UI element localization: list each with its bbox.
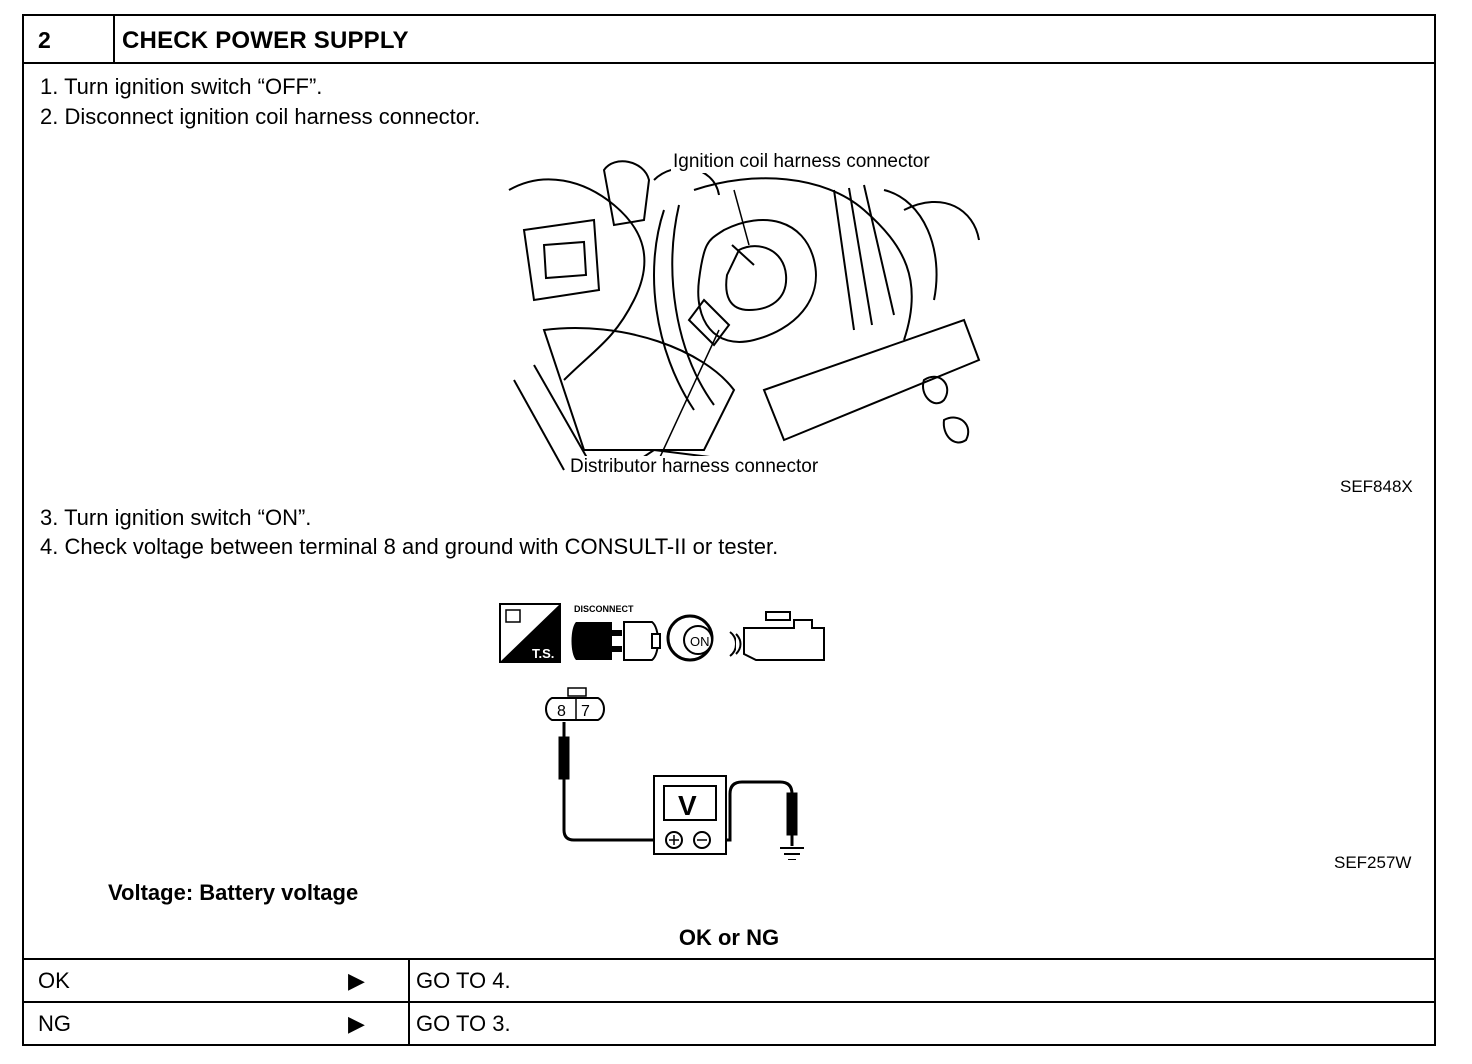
engine-running-icon	[729, 611, 825, 661]
step-header: 2 CHECK POWER SUPPLY	[24, 16, 1434, 64]
instruction-3: 3. Turn ignition switch “ON”.	[40, 505, 312, 530]
result-row-ng: NG ▶ GO TO 3.	[24, 1001, 1434, 1044]
voltmeter-label: V	[678, 790, 697, 821]
ignition-key-on-icon: ON	[666, 614, 714, 662]
connector-terminals: 8 7	[545, 687, 605, 721]
instruction-2: 2. Disconnect ignition coil harness conn…	[40, 104, 481, 129]
instruction-4: 4. Check voltage between terminal 8 and …	[40, 534, 779, 559]
ignition-key-label: ON	[690, 634, 710, 649]
result-action: GO TO 3.	[416, 1011, 511, 1036]
result-divider	[408, 1003, 410, 1044]
terminal-7-label: 7	[581, 703, 590, 720]
result-label: NG	[38, 1011, 71, 1036]
arrow-right-icon: ▶	[348, 968, 365, 993]
voltmeter-icon: V	[653, 775, 727, 855]
result-label: OK	[38, 968, 70, 993]
disconnect-icon-label: DISCONNECT	[574, 604, 634, 614]
instruction-1: 1. Turn ignition switch “OFF”.	[40, 74, 323, 99]
header-divider	[113, 16, 115, 62]
result-action: GO TO 4.	[416, 968, 511, 993]
step-title: CHECK POWER SUPPLY	[122, 27, 409, 54]
callout-ignition-coil-connector: Ignition coil harness connector	[671, 151, 932, 173]
specification-text: Voltage: Battery voltage	[108, 880, 359, 905]
voltage-check-diagram: T.S. DISCONNECT ON 8	[499, 603, 825, 860]
result-divider	[408, 960, 410, 1001]
result-header: OK or NG	[678, 925, 780, 950]
diagnostic-step-frame: 2 CHECK POWER SUPPLY 1. Turn ignition sw…	[22, 14, 1436, 1046]
result-row-ok: OK ▶ GO TO 4.	[24, 958, 1434, 1001]
ts-icon-label: T.S.	[532, 646, 554, 661]
engine-bay-illustration	[508, 160, 981, 471]
ground-symbol-icon	[780, 847, 804, 860]
callout-distributor-connector: Distributor harness connector	[568, 456, 821, 478]
ts-icon: T.S.	[499, 603, 561, 663]
arrow-right-icon: ▶	[348, 1011, 365, 1036]
disconnect-icon: DISCONNECT	[571, 604, 661, 661]
terminal-8-label: 8	[557, 703, 566, 720]
figure1-reference: SEF848X	[1340, 477, 1413, 496]
step-number: 2	[38, 27, 51, 53]
test-leads	[558, 722, 798, 846]
figure2-reference: SEF257W	[1334, 853, 1412, 872]
